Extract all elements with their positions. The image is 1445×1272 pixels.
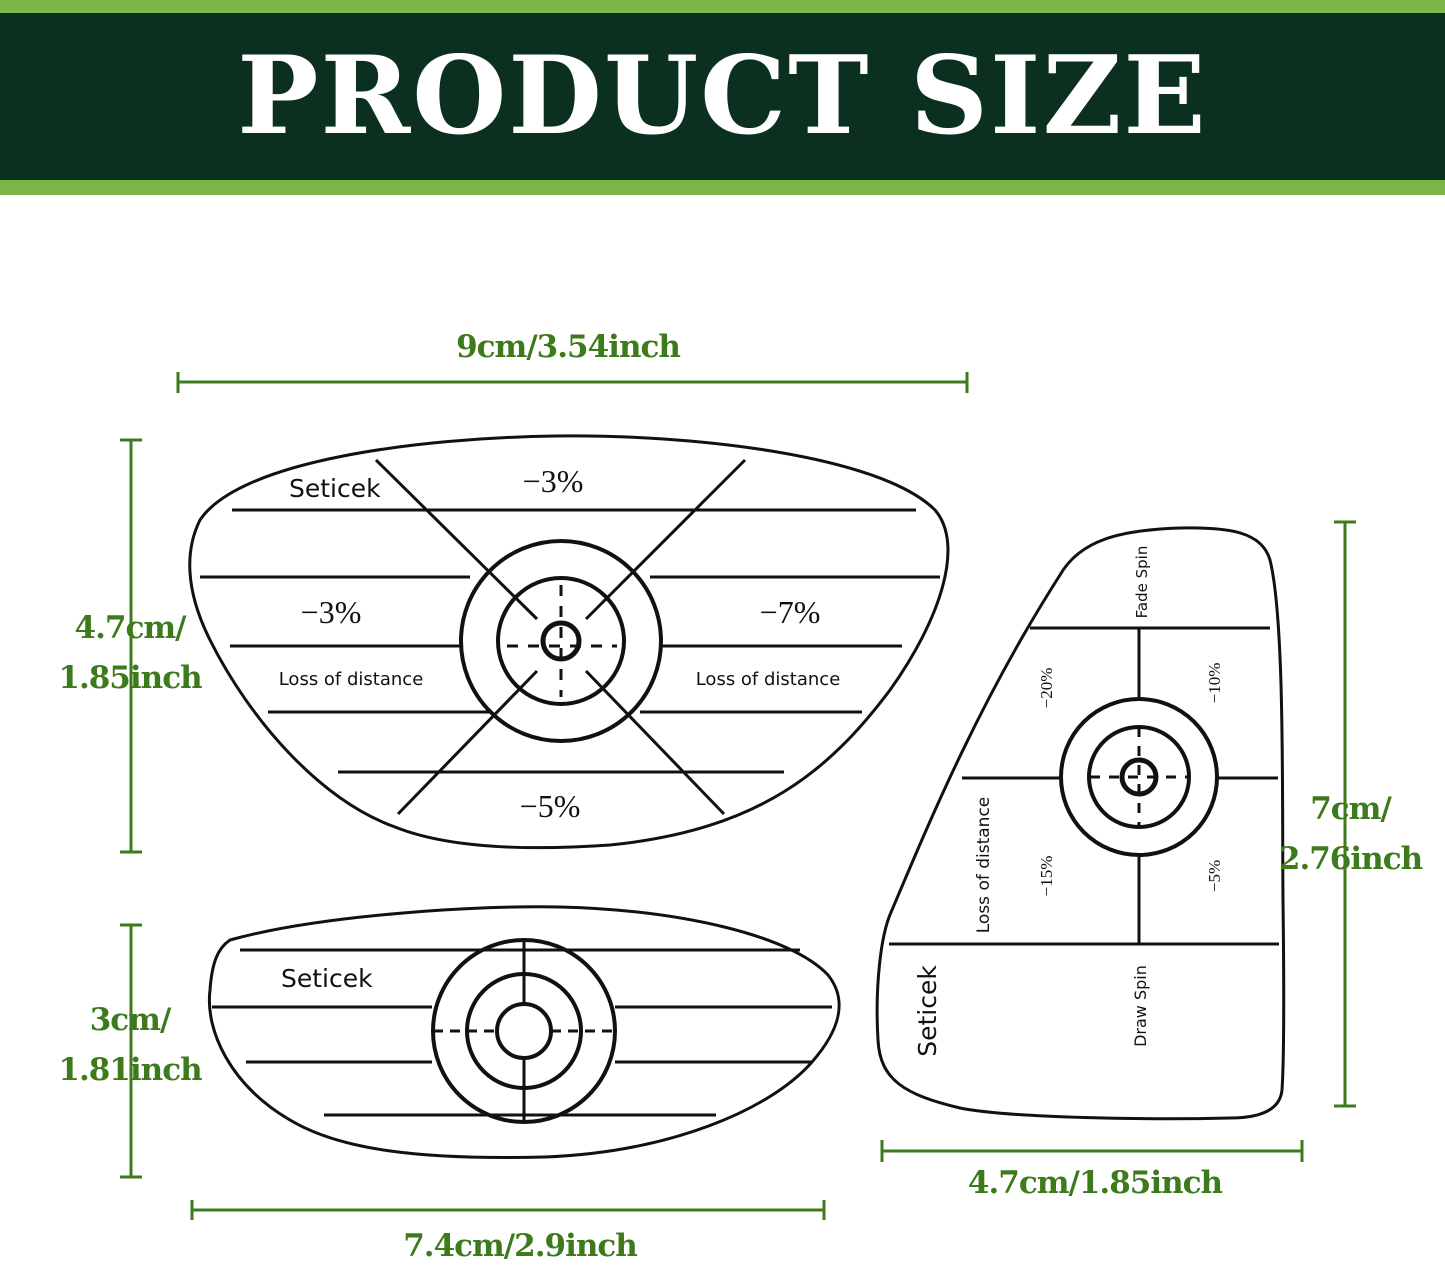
- small-sticker-brand: Seticek: [281, 964, 373, 993]
- large-sticker-right-percent: −7%: [760, 594, 821, 630]
- small-height-line2: 1.81inch: [58, 1052, 202, 1088]
- large-sticker-grid: [200, 458, 940, 816]
- iron-height-line1: 7cm/: [1310, 791, 1392, 827]
- small-height-line1: 3cm/: [89, 1002, 172, 1038]
- small-sticker-grid: [212, 948, 832, 1117]
- iron-sticker-top-caption: Fade Spin: [1133, 546, 1151, 619]
- large-height-dimension-line: [120, 438, 142, 854]
- iron-width-text: 4.7cm/1.85inch: [967, 1165, 1223, 1201]
- iron-sticker-target: [1059, 697, 1219, 857]
- small-width-dimension-line: [190, 1200, 826, 1220]
- small-height-label: 3cm/ 1.81inch: [30, 995, 230, 1095]
- large-width-label: 9cm/3.54inch: [368, 322, 768, 372]
- iron-width-dimension-line: [880, 1140, 1304, 1162]
- page-title: PRODUCT SIZE: [237, 33, 1208, 159]
- large-height-label: 4.7cm/ 1.85inch: [30, 603, 230, 703]
- large-driver-sticker: [188, 434, 950, 850]
- iron-sticker-outline: [875, 526, 1286, 1121]
- iron-height-dimension-line: [1334, 520, 1356, 1108]
- large-sticker-right-caption: Loss of distance: [696, 669, 841, 690]
- iron-sticker-lower-right-percent: −5%: [1205, 860, 1224, 892]
- small-width-label: 7.4cm/2.9inch: [320, 1221, 720, 1271]
- large-sticker-brand: Seticek: [289, 474, 381, 503]
- large-height-line2: 1.85inch: [58, 660, 202, 696]
- banner: [0, 13, 1445, 180]
- large-sticker-outline: [188, 434, 950, 850]
- large-height-line1: 4.7cm/: [74, 610, 187, 646]
- banner-top-stripe: [0, 0, 1445, 13]
- small-sticker-outline: [207, 905, 841, 1160]
- sticker-texts: Seticek −3% −3% −7% −5% Loss of distance…: [279, 463, 1224, 1057]
- iron-height-label: 7cm/ 2.76inch: [1258, 784, 1443, 884]
- iron-sticker-side-caption: Loss of distance: [974, 797, 994, 934]
- iron-sticker-upper-right-percent: −10%: [1205, 663, 1224, 704]
- iron-width-label: 4.7cm/1.85inch: [895, 1158, 1295, 1208]
- small-sticker-target: [431, 938, 617, 1124]
- banner-bottom-stripe: [0, 180, 1445, 195]
- iron-height-line2: 2.76inch: [1278, 841, 1423, 877]
- iron-sticker-bottom-caption: Draw Spin: [1131, 965, 1150, 1047]
- small-height-dimension-line: [120, 923, 142, 1179]
- large-sticker-top-percent: −3%: [523, 463, 584, 499]
- iron-sticker-brand: Seticek: [913, 965, 942, 1057]
- large-width-dimension-line: [176, 372, 969, 393]
- large-sticker-left-percent: −3%: [301, 594, 362, 630]
- large-sticker-bottom-percent: −5%: [520, 788, 581, 824]
- small-driver-sticker: [207, 905, 841, 1160]
- iron-sticker-upper-left-percent: −20%: [1037, 668, 1056, 709]
- iron-sticker-grid: [889, 626, 1279, 946]
- dimension-lines: [120, 372, 1356, 1220]
- small-width-text: 7.4cm/2.9inch: [403, 1228, 638, 1264]
- large-sticker-left-caption: Loss of distance: [279, 669, 424, 690]
- iron-sticker: [875, 526, 1286, 1121]
- large-sticker-target: [459, 539, 663, 743]
- large-width-text: 9cm/3.54inch: [456, 329, 681, 365]
- iron-sticker-lower-left-percent: −15%: [1037, 856, 1056, 897]
